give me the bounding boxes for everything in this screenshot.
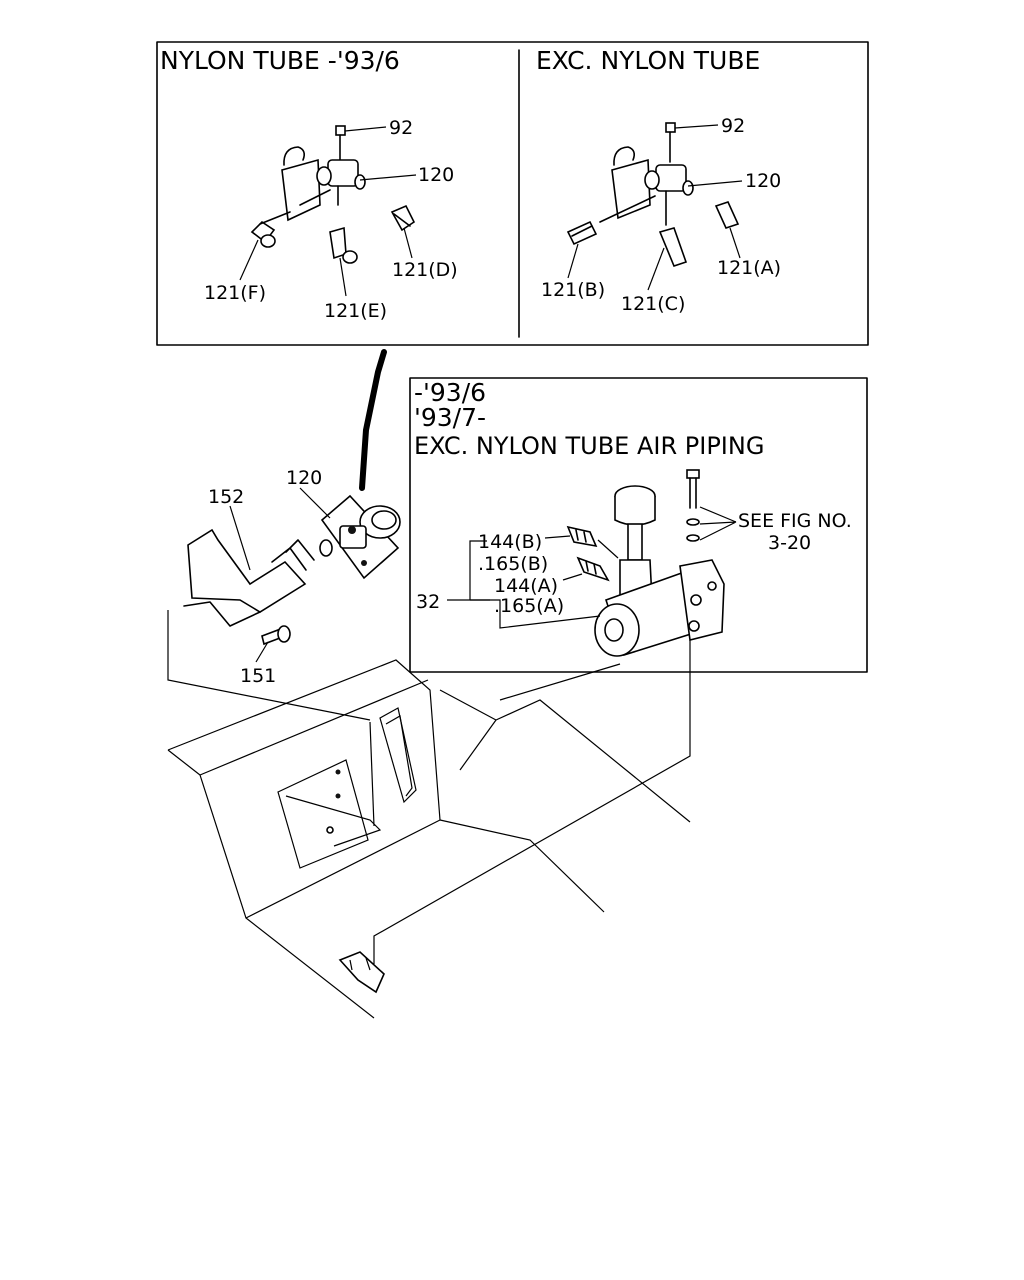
part-120-valve-right: [655, 164, 687, 192]
label-121d: 121(D): [392, 259, 458, 281]
label-144a: 144(A): [494, 575, 558, 597]
label-121c: 121(C): [621, 293, 685, 315]
fitting-144a: [576, 556, 610, 582]
main-assembly: 120 152 151: [167, 349, 691, 1019]
label-92-right: 92: [721, 115, 745, 137]
part-92-cap-right: [665, 122, 676, 133]
label-120-left: 120: [418, 164, 454, 186]
label-120-main: 120: [286, 467, 322, 489]
part-152-bracket: [187, 528, 307, 613]
detail-line-2: '93/7-: [414, 403, 486, 432]
fitting-121a: [714, 201, 740, 229]
fitting-121b: [566, 220, 598, 246]
label-fig-number: 3-20: [768, 532, 811, 554]
label-121b: 121(B): [541, 279, 605, 301]
label-92-left: 92: [389, 117, 413, 139]
fitting-121e: [329, 226, 358, 264]
left-subpanel: NYLON TUBE -'93/6: [160, 46, 458, 322]
label-see-fig: SEE FIG NO.: [738, 510, 852, 532]
right-subpanel: EXC. NYLON TUBE 92 120 121(B) 121(C) 121…: [536, 46, 781, 315]
part-32-valve: [594, 485, 725, 657]
part-151-bolt: [261, 625, 291, 646]
part-120-valve: [327, 159, 359, 187]
fitting-144b: [566, 525, 598, 548]
label-121a: 121(A): [717, 257, 781, 279]
fitting-121f: [250, 211, 291, 248]
detail-panel: -'93/6 '93/7- EXC. NYLON TUBE AIR PIPING: [409, 377, 868, 673]
part-92-cap: [335, 125, 346, 136]
part-120-main: [319, 494, 401, 580]
mount-plate-right: [611, 158, 651, 220]
label-144b: 144(B): [478, 531, 542, 553]
label-120-right: 120: [745, 170, 781, 192]
right-panel-title: EXC. NYLON TUBE: [536, 46, 760, 75]
cab-outline: [167, 610, 691, 1019]
label-32: 32: [416, 591, 440, 613]
detail-line-3: EXC. NYLON TUBE AIR PIPING: [414, 432, 764, 460]
label-121f: 121(F): [204, 282, 266, 304]
detail-line-1: -'93/6: [414, 378, 486, 407]
mount-plate: [281, 158, 321, 222]
fitting-121d: [390, 204, 416, 232]
bolt-assembly: [686, 469, 700, 542]
left-panel-title: NYLON TUBE -'93/6: [160, 46, 400, 75]
label-165b: .165(B): [478, 553, 548, 575]
tube: [359, 349, 387, 491]
top-panel-frame: [156, 41, 869, 346]
fitting-121c: [658, 227, 688, 267]
label-121e: 121(E): [324, 300, 387, 322]
label-152: 152: [208, 486, 244, 508]
label-151: 151: [240, 665, 276, 687]
label-165a: .165(A): [494, 595, 564, 617]
